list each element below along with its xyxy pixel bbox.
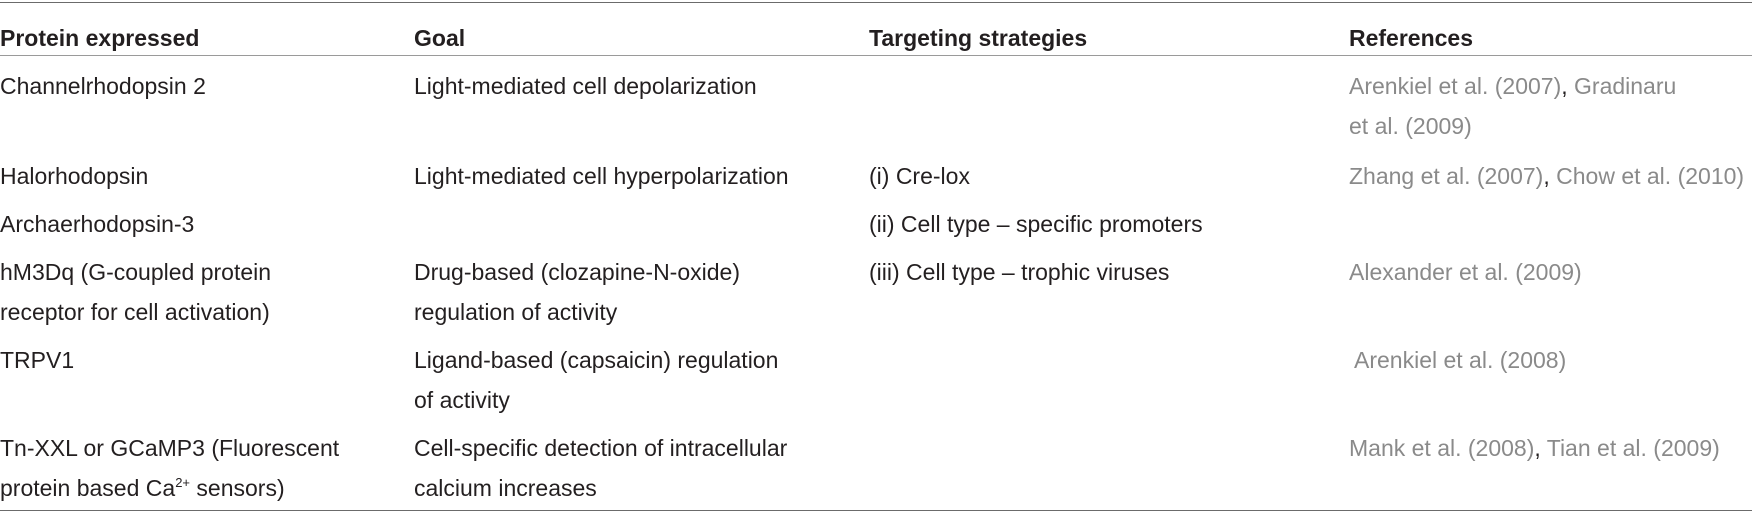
header-protein-expressed: Protein expressed [0, 25, 200, 51]
cell-protein: Channelrhodopsin 2 [0, 73, 206, 99]
reference-link[interactable]: Zhang et al. (2007) [1349, 163, 1544, 189]
cell-targeting: (i) Cre-lox [869, 163, 970, 189]
cell-goal-line: of activity [414, 387, 510, 413]
reference-link[interactable]: Arenkiel et al. (2008) [1354, 347, 1567, 373]
cell-targeting: (ii) Cell type – specific promoters [869, 211, 1203, 237]
cell-goal-line: regulation of activity [414, 299, 618, 325]
cell-goal: Drug-based (clozapine-N-oxide) regulatio… [414, 252, 740, 332]
cell-goal-line: Drug-based (clozapine-N-oxide) [414, 259, 740, 285]
cell-protein: Tn-XXL or GCaMP3 (Fluorescent protein ba… [0, 428, 339, 508]
cell-goal: Ligand-based (capsaicin) regulation of a… [414, 340, 778, 420]
cell-references: Zhang et al. (2007), Chow et al. (2010) [1349, 163, 1745, 189]
reference-link[interactable]: Arenkiel et al. (2007) [1349, 73, 1562, 99]
cell-protein: hM3Dq (G-coupled protein receptor for ce… [0, 252, 271, 332]
table-bottom-rule [0, 510, 1752, 511]
cell-protein-line: sensors) [190, 475, 285, 501]
cell-references: Mank et al. (2008), Tian et al. (2009) [1349, 435, 1720, 461]
table-top-rule [0, 2, 1752, 3]
cell-protein-line: receptor for cell activation) [0, 299, 270, 325]
reference-link[interactable]: Tian et al. (2009) [1546, 435, 1720, 461]
table-header-rule [0, 55, 1752, 56]
cell-goal: Light-mediated cell hyperpolarization [414, 163, 789, 189]
reference-link[interactable]: Chow et al. (2010) [1556, 163, 1745, 189]
cell-references: Arenkiel et al. (2008) [1354, 340, 1566, 380]
cell-references: Alexander et al. (2009) [1349, 252, 1582, 292]
reference-link[interactable]: et al. (2009) [1349, 113, 1472, 139]
cell-goal: Light-mediated cell depolarization [414, 73, 757, 99]
reference-link[interactable]: Mank et al. (2008) [1349, 435, 1535, 461]
cell-goal-line: Cell-specific detection of intracellular [414, 435, 788, 461]
cell-protein-line: protein based Ca [0, 475, 176, 501]
superscript-charge: 2+ [175, 475, 191, 490]
header-goal: Goal [414, 25, 466, 51]
cell-references: Arenkiel et al. (2007), Gradinaru et al.… [1349, 73, 1677, 139]
reference-link[interactable]: Alexander et al. (2009) [1349, 259, 1582, 285]
cell-goal: Cell-specific detection of intracellular… [414, 428, 787, 508]
cell-protein: Halorhodopsin [0, 163, 149, 189]
cell-protein: Archaerhodopsin-3 [0, 211, 195, 237]
cell-protein-line: Tn-XXL or GCaMP3 (Fluorescent [0, 435, 340, 461]
cell-goal-line: calcium increases [414, 475, 597, 501]
header-references: References [1349, 25, 1474, 51]
cell-goal-line: Ligand-based (capsaicin) regulation [414, 347, 779, 373]
header-targeting-strategies: Targeting strategies [869, 25, 1088, 51]
cell-protein: TRPV1 [0, 347, 75, 373]
cell-targeting: (iii) Cell type – trophic viruses [869, 259, 1170, 285]
reference-link[interactable]: Gradinaru [1574, 73, 1677, 99]
cell-protein-line: hM3Dq (G-coupled protein [0, 259, 272, 285]
